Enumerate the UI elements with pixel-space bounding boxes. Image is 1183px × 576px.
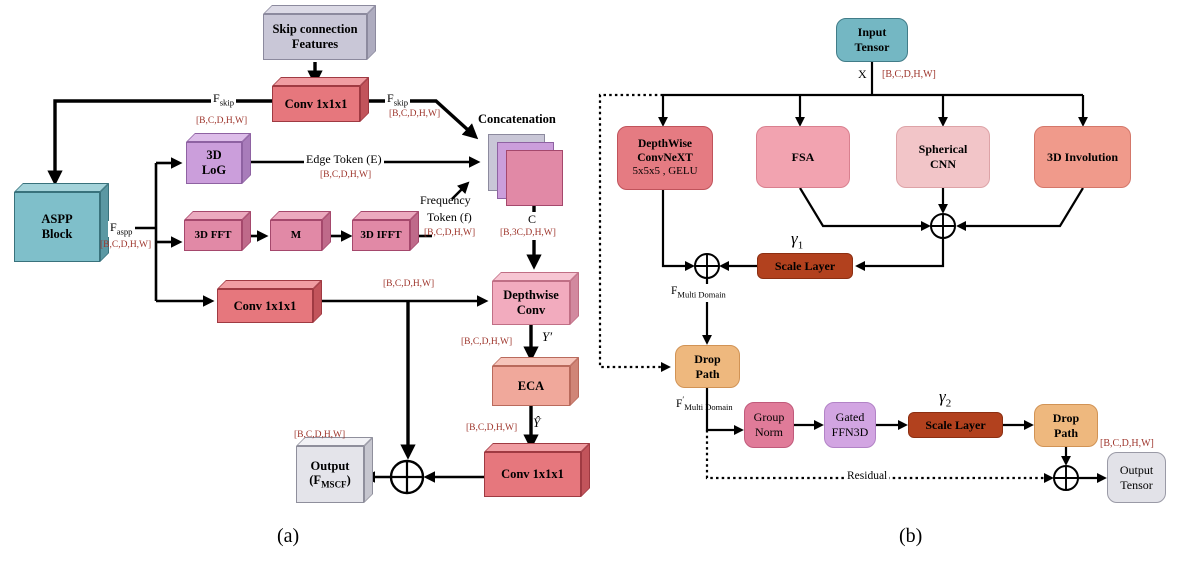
conv-1x1x1-mid-box: Conv 1x1x1: [217, 280, 322, 323]
y-hat-label: Ŷ: [533, 415, 541, 430]
concat-output-shape: [B,3C,D,H,W]: [500, 228, 556, 238]
output-shape: [B,C,D,H,W]: [294, 430, 346, 440]
box-side-face: [364, 437, 373, 503]
faspp-label: Faspp: [108, 220, 135, 237]
box-side-face: [242, 133, 251, 184]
frequency-label-line2: Token (f): [427, 210, 472, 224]
box-top-face: [492, 272, 579, 281]
box-top-face: [217, 280, 322, 289]
caption-b: (b): [899, 525, 923, 547]
box-top-face: [272, 77, 369, 86]
concat-output-label: C: [528, 212, 537, 226]
concatenation-label: Concatenation: [478, 112, 556, 126]
output-tensor-shape: [B,C,D,H,W]: [1100, 438, 1154, 449]
frequency-token-shape: [B,C,D,H,W]: [424, 228, 476, 238]
residual-label: Residual: [845, 470, 890, 483]
f-multi-domain-label: FMulti Domain: [671, 285, 726, 300]
box-top-face: [184, 211, 251, 220]
eca-box: ECA: [492, 357, 579, 406]
3d-involution-box: 3D Involution: [1034, 126, 1131, 188]
fskip-left-label: Fskip: [211, 91, 237, 108]
skip-dotted-path: [598, 93, 671, 372]
3d-ifft-box: 3D IFFT: [352, 211, 419, 251]
scale-layer-1-box: Scale Layer: [757, 253, 853, 279]
add-icon: [1053, 465, 1079, 491]
y-hat-shape: [B,C,D,H,W]: [466, 423, 518, 433]
box-side-face: [367, 5, 376, 60]
panel-b-arrows: [598, 62, 1107, 483]
f-multi-domain-prime-label: F′Multi Domain: [676, 394, 733, 413]
edge-token-shape: [B,C,D,H,W]: [320, 170, 372, 180]
add-icon: [694, 253, 720, 279]
3d-fft-box: 3D FFT: [184, 211, 251, 251]
box-top-face: [352, 211, 419, 220]
output-fmscf-formula: (FMSCF): [309, 473, 351, 490]
x-shape: [B,C,D,H,W]: [882, 69, 936, 80]
add-icon: [930, 213, 956, 239]
box-top-face: [14, 183, 109, 192]
y-prime-label: Y′: [542, 329, 553, 344]
gamma1-label: γ1: [791, 229, 804, 252]
frequency-label-line1: Frequency: [420, 193, 471, 207]
m-box: M: [270, 211, 331, 251]
fskip-left-shape: [B,C,D,H,W]: [196, 116, 248, 126]
panel-a-arrows: [47, 62, 542, 483]
fskip-right-label: Fskip: [385, 91, 411, 108]
box-side-face: [570, 272, 579, 325]
conv-mid-output-shape: [B,C,D,H,W]: [382, 279, 436, 290]
fsa-box: FSA: [756, 126, 850, 188]
output-fmscf-box: Output (FMSCF): [296, 437, 373, 503]
caption-a: (a): [277, 525, 300, 547]
faspp-shape: [B,C,D,H,W]: [100, 240, 152, 250]
box-side-face: [581, 443, 590, 497]
edge-token-label: Edge Token (E): [304, 152, 384, 167]
residual-dotted-path: [705, 430, 1054, 483]
x-label: X: [858, 67, 867, 81]
add-icon: [389, 459, 425, 495]
depthwise-convnext-box: DepthWise ConvNeXT 5x5x5 , GELU: [617, 126, 713, 190]
box-top-face: [492, 357, 579, 366]
fskip-right-shape: [B,C,D,H,W]: [389, 109, 441, 119]
conv-1x1x1-bottom-box: Conv 1x1x1: [484, 443, 590, 497]
box-top-face: [186, 133, 251, 142]
concat-stack-front: [506, 150, 563, 206]
box-top-face: [263, 5, 376, 14]
sum-nodes: [389, 213, 1079, 495]
scale-layer-2-box: Scale Layer: [908, 412, 1003, 438]
y-prime-shape: [B,C,D,H,W]: [461, 337, 513, 347]
conv-1x1x1-top-box: Conv 1x1x1: [272, 77, 369, 122]
box-top-face: [484, 443, 590, 452]
gamma2-label: γ2: [939, 387, 952, 410]
